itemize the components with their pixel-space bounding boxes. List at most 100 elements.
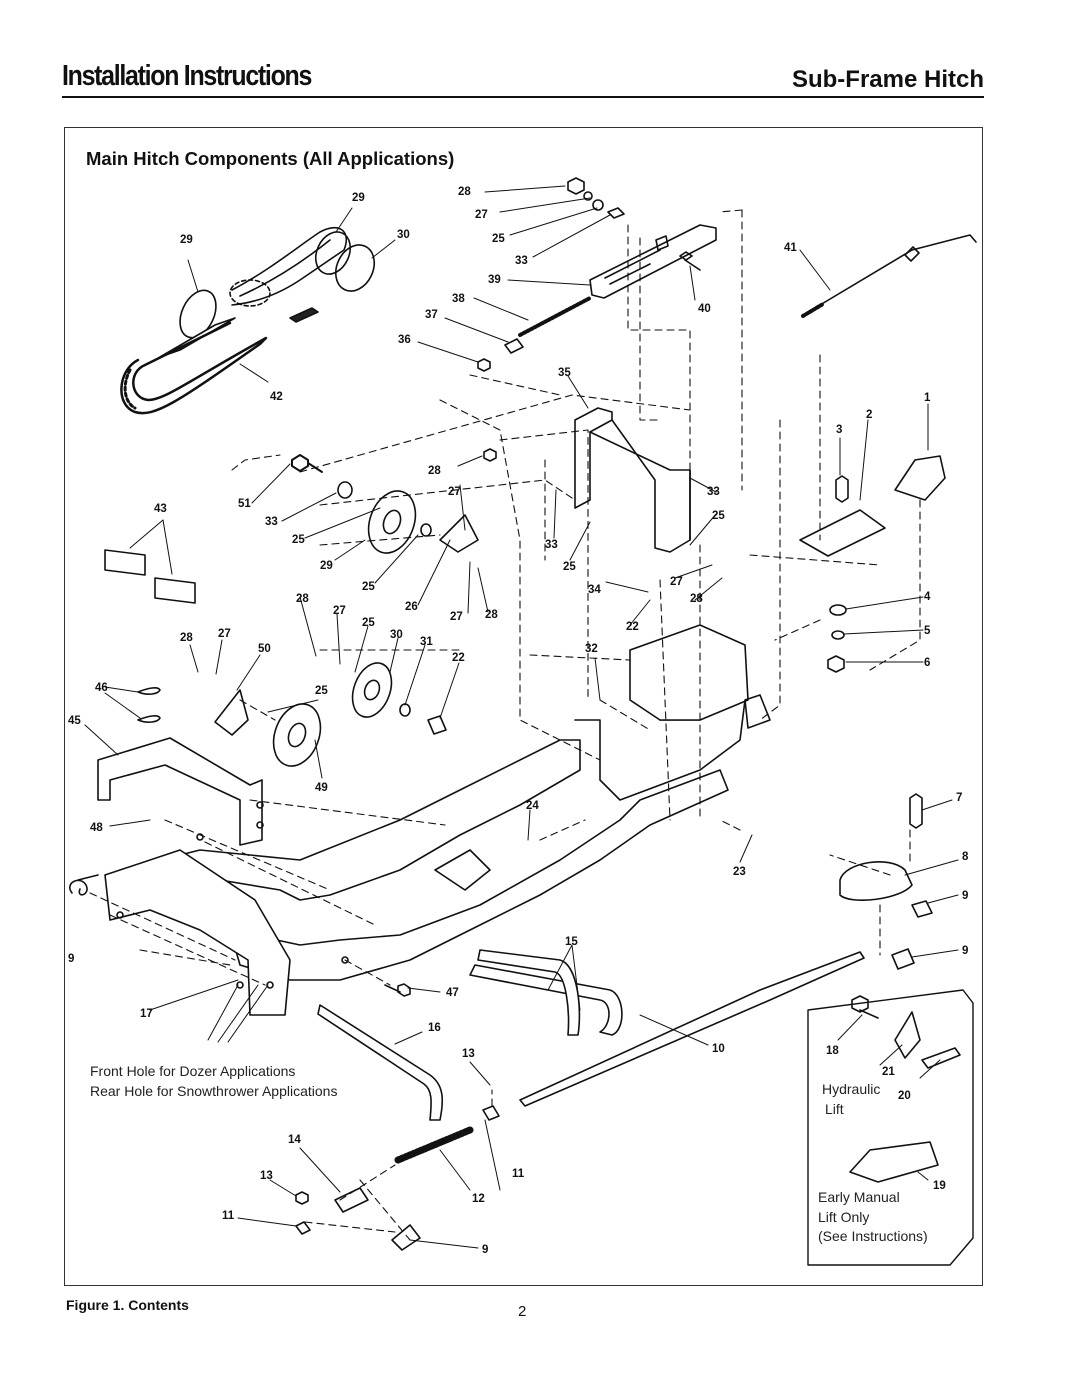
callout: 49: [315, 782, 328, 794]
callout: 8: [962, 851, 969, 863]
belt-strip-2: [289, 307, 319, 323]
pulley-29-left: [179, 289, 217, 339]
link-8: [839, 861, 913, 901]
eyebolt-37: [504, 338, 524, 354]
callout: 28: [296, 593, 309, 605]
callout: 14: [288, 1134, 301, 1146]
callout: 28: [458, 186, 471, 198]
adjuster-slot: [604, 249, 661, 285]
callout: 48: [90, 822, 103, 834]
callout: 19: [933, 1180, 946, 1192]
callout: 43: [154, 503, 167, 515]
hydraulic-inset-box: [807, 989, 974, 1266]
spring-38: [518, 296, 592, 337]
callout: 39: [488, 274, 501, 286]
nut-28-center: [483, 448, 497, 462]
plate-19: [849, 1141, 939, 1183]
callout: 41: [784, 242, 797, 254]
rod-15a: [469, 964, 623, 1036]
bolt-51: [291, 454, 323, 473]
frame-front-loop: [104, 849, 291, 1016]
hair-pin-46b: [137, 715, 161, 723]
spring-12: [394, 1126, 474, 1164]
callout: 6: [924, 657, 930, 669]
lockwasher-5: [831, 630, 845, 640]
callout: 1: [924, 392, 931, 404]
pulley-49: [272, 703, 322, 767]
callout: 22: [452, 652, 465, 664]
bracket-21: [894, 1011, 921, 1059]
note-front-hole: Front Hole for Dozer Applications: [90, 1063, 295, 1079]
callout: 28: [690, 593, 703, 605]
pin-7: [909, 793, 923, 829]
callout: 17: [140, 1008, 153, 1020]
diagram-notes: Front Hole for Dozer Applications Rear H…: [90, 1063, 928, 1244]
callout: 9: [962, 945, 968, 957]
document-header-subtitle: Sub-Frame Hitch: [791, 66, 984, 93]
callout: 25: [492, 233, 505, 245]
callout: 33: [707, 486, 720, 498]
frame-hole-4: [341, 956, 349, 964]
washer-31: [399, 703, 411, 717]
header-rule: [62, 96, 984, 98]
callout: 27: [475, 209, 488, 221]
callout: 12: [472, 1193, 485, 1205]
callout: 7: [956, 792, 962, 804]
callout-numbers: 29 29 30 42 28 27 25 33 39 38 37 36 41 4…: [68, 186, 969, 1256]
callout: 25: [563, 561, 576, 573]
callout: 27: [450, 611, 463, 623]
callout: 46: [95, 682, 108, 694]
top-bracket-assembly: [477, 177, 977, 372]
alignment-lines: [89, 209, 921, 1241]
sub-frame: [97, 624, 771, 1016]
hair-pin-46a: [137, 687, 161, 695]
callout: 11: [222, 1210, 235, 1222]
frame-hole-3: [266, 981, 274, 989]
nut-28-top: [567, 177, 585, 195]
callout: 10: [712, 1043, 725, 1055]
bracket-2: [799, 509, 886, 557]
callout: 9: [68, 953, 74, 965]
lift-linkage: [69, 687, 865, 1251]
lift-bracket-assembly: [799, 455, 946, 673]
pin-3: [835, 475, 849, 503]
frame-clamp-24: [434, 849, 491, 891]
callout: 30: [390, 629, 403, 641]
callout: 21: [882, 1066, 895, 1078]
callout: 25: [315, 685, 328, 697]
note-early-manual: Early Manual: [818, 1189, 900, 1205]
rod-15b: [477, 949, 581, 1036]
callout: 31: [420, 636, 433, 648]
note-rear-hole: Rear Hole for Snowthrower Applications: [90, 1083, 337, 1099]
rod-41-thread: [801, 302, 825, 318]
callout: 42: [270, 391, 283, 403]
callout: 34: [588, 584, 601, 596]
pulley-lower: [351, 662, 393, 718]
pads-43-a: [104, 549, 146, 576]
note-see-instructions: (See Instructions): [818, 1228, 928, 1244]
callout: 29: [352, 192, 365, 204]
nut-6: [827, 655, 845, 673]
callout: 32: [585, 643, 598, 655]
callout: 4: [924, 591, 931, 603]
mount-bracket-35: [574, 407, 691, 553]
frame-hole-7: [196, 833, 204, 841]
clip-20: [921, 1047, 961, 1069]
spacer-22: [427, 715, 447, 735]
page-number: 2: [518, 1303, 527, 1320]
callout: 25: [362, 617, 375, 629]
callout: 13: [462, 1048, 475, 1060]
clip-9a: [911, 900, 933, 918]
adjuster-tab: [655, 235, 669, 251]
spring-clip-9: [69, 874, 99, 896]
pulley-upper-hub: [382, 509, 402, 535]
belt-assembly: [120, 226, 376, 415]
callout: 47: [446, 987, 459, 999]
front-bracket-45: [97, 737, 263, 846]
callout: 23: [733, 866, 746, 878]
callout: 26: [405, 601, 418, 613]
clip-9b: [891, 948, 915, 970]
callout: 45: [68, 715, 81, 727]
collar-11b: [295, 1221, 311, 1235]
